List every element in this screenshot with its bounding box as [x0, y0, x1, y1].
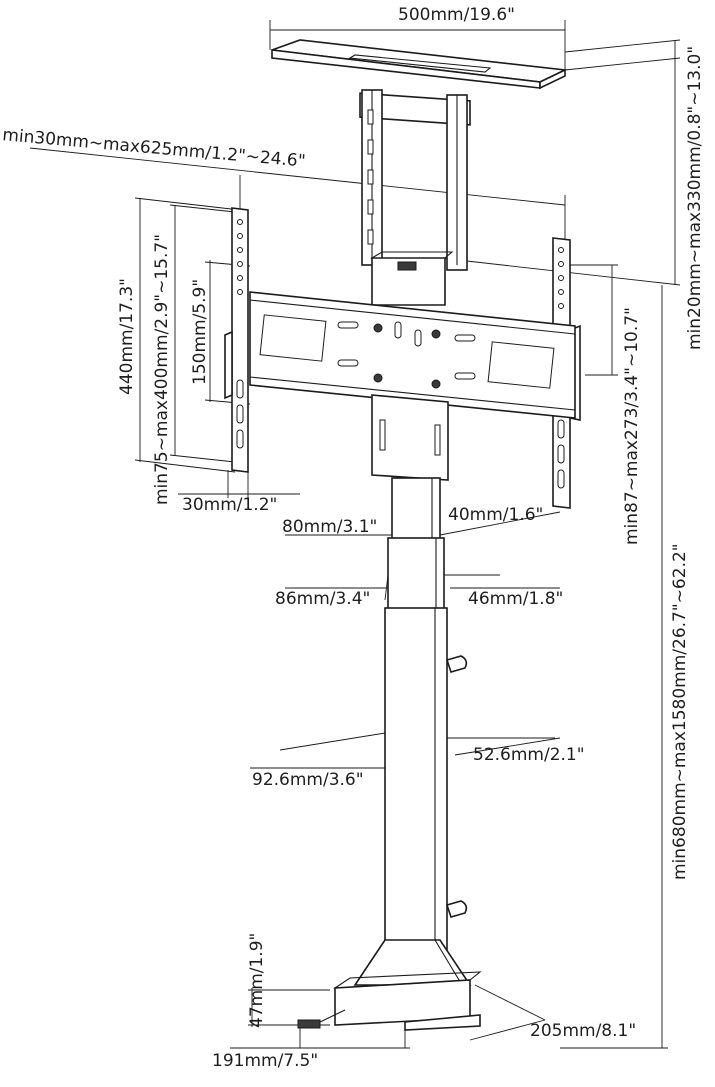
overall-height-label: min680mm~max1580mm/26.7"~62.2"	[670, 543, 690, 880]
mounting-bolts	[373, 323, 441, 389]
mid-column-depth-label: 46mm/1.8"	[468, 589, 563, 609]
dimension-labels: 500mm/19.6" min20mm~max330mm/0.8"~13.0" …	[2, 5, 705, 1071]
cable-clip-upper	[445, 655, 468, 673]
upper-pole	[361, 89, 468, 271]
carriage-box	[371, 394, 449, 481]
top-plate-width-label: 500mm/19.6"	[398, 5, 515, 25]
upper-column-width-label: 80mm/3.1"	[282, 517, 377, 537]
vesa-vertical-label: min75~max400mm/2.9"~15.7"	[152, 234, 172, 505]
pole-slots	[367, 109, 374, 245]
cable-clip-lower	[445, 900, 468, 918]
motor-housing	[370, 251, 454, 306]
vesa-mounting-plate	[249, 291, 576, 419]
column-middle	[387, 537, 445, 611]
bracket-height-label: 440mm/17.3"	[117, 278, 137, 395]
base-height-label: 47mm/1.9"	[247, 933, 267, 1028]
base-width-label: 191mm/7.5"	[212, 1051, 318, 1071]
column-upper	[391, 477, 441, 541]
left-bracket-arm	[224, 207, 249, 473]
right-arm-holes	[557, 247, 565, 489]
lower-column-depth-label: 52.6mm/2.1"	[473, 745, 585, 765]
ceiling-gap-label: min20mm~max330mm/0.8"~13.0"	[685, 46, 705, 350]
ceiling-plate	[271, 39, 568, 126]
base-assembly	[297, 939, 482, 1031]
column-lower	[384, 607, 468, 981]
base-depth-label: 205mm/8.1"	[530, 1021, 636, 1041]
dimension-lines	[29, 20, 681, 1049]
bracket-inner-height-label: 150mm/5.9"	[190, 279, 210, 385]
left-arm-holes	[236, 219, 244, 449]
vesa-slots	[259, 314, 555, 389]
bracket-arm-width-label: 30mm/1.2"	[182, 495, 277, 515]
mid-column-width-label: 86mm/3.4"	[275, 589, 370, 609]
lower-column-width-label: 92.6mm/3.6"	[252, 770, 364, 790]
vesa-horizontal-label: min87~max273/3.4"~10.7"	[622, 307, 642, 545]
upper-column-depth-label: 40mm/1.6"	[448, 505, 543, 525]
bracket-span-label: min30mm~max625mm/1.2"~24.6"	[2, 125, 307, 171]
